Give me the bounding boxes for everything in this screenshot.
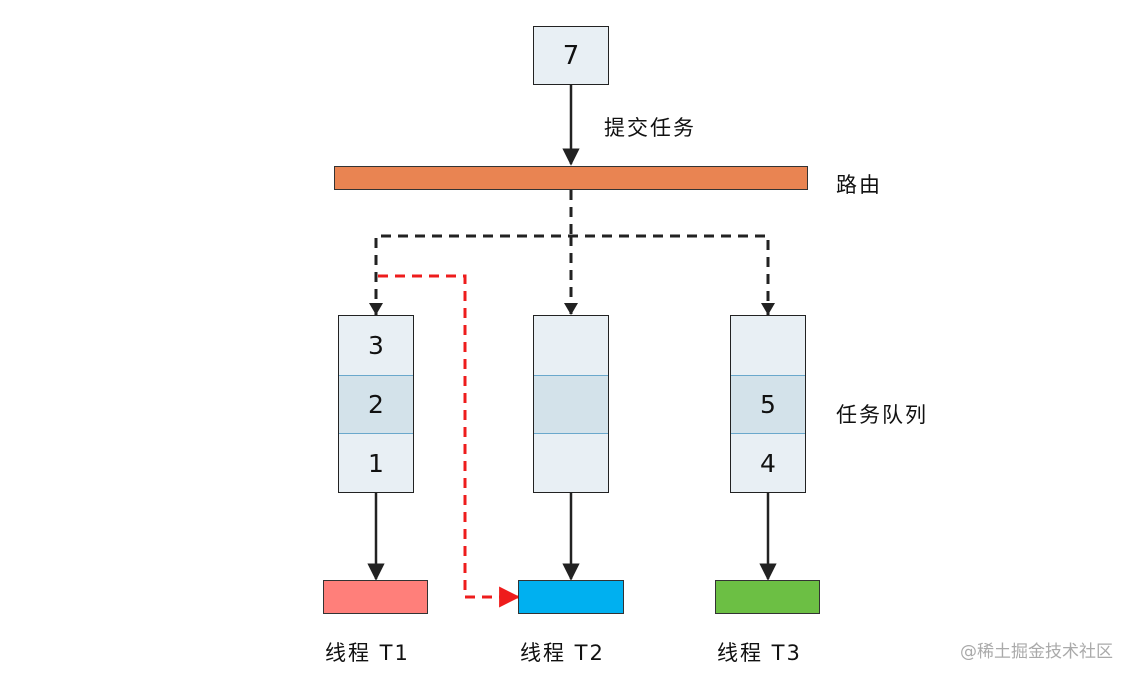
route-arrow-q3 (761, 303, 775, 315)
route-lines (374, 190, 770, 316)
queue-slot: 5 (731, 375, 805, 434)
queues-label: 任务队列 (836, 403, 928, 427)
task-box: 7 (533, 26, 609, 85)
router-bar (334, 166, 808, 190)
route-arrow-q1 (369, 303, 383, 315)
route-arrow-q2 (564, 303, 578, 315)
thread-t3-box (715, 580, 820, 614)
queue-slot: 1 (368, 449, 384, 478)
queue-slot: 4 (760, 449, 776, 478)
submit-label: 提交任务 (604, 116, 696, 140)
watermark: @稀土掘金技术社区 (960, 642, 1113, 662)
queue-slot (534, 375, 608, 434)
task-queue-3: 5 4 (730, 315, 806, 493)
router-label: 路由 (836, 173, 882, 197)
queue-slot: 3 (368, 331, 384, 360)
task-queue-2 (533, 315, 609, 493)
thread-t2-label: 线程 T2 (520, 641, 605, 665)
thread-t3-label: 线程 T3 (717, 641, 802, 665)
queue-slot (731, 316, 805, 375)
queue-slot: 2 (339, 375, 413, 434)
thread-t1-box (323, 580, 428, 614)
queue-slot (534, 434, 608, 493)
task-queue-1: 3 2 1 (338, 315, 414, 493)
queue-slot (534, 316, 608, 375)
thread-t1-label: 线程 T1 (325, 641, 410, 665)
steal-path (378, 274, 521, 608)
thread-t2-box (518, 580, 624, 614)
